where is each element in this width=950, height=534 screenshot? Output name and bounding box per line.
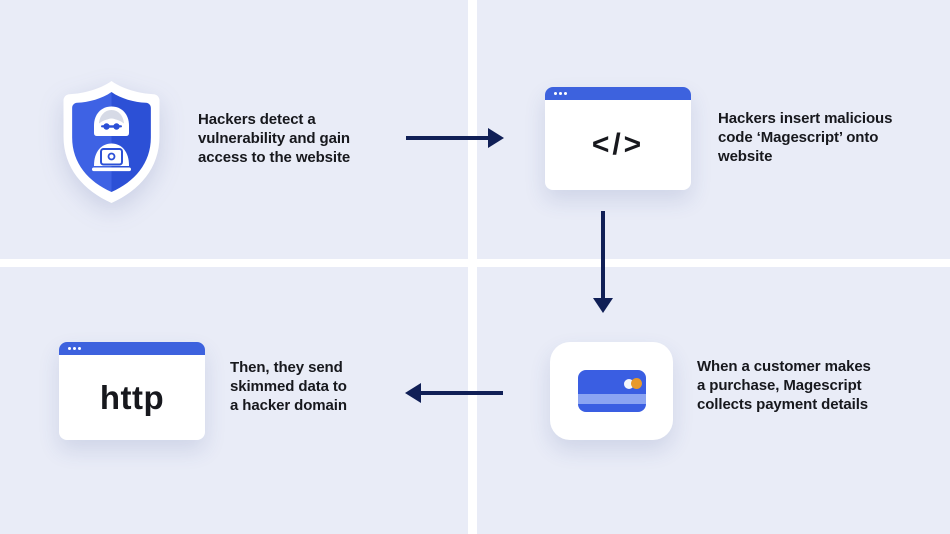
arrow-left-icon <box>420 391 503 395</box>
code-glyph: </> <box>591 128 645 161</box>
shield-fill <box>72 91 151 193</box>
window-dots-icon <box>68 347 81 350</box>
arrow-down-icon <box>601 211 605 299</box>
arrow-down-head-icon <box>593 298 613 313</box>
credit-card-icon <box>550 342 673 440</box>
arrow-right-head-icon <box>488 128 504 148</box>
card-stripe <box>577 394 646 404</box>
credit-card <box>577 370 646 412</box>
step-detect-text: Hackers detect a vulnerability and gain … <box>198 111 351 166</box>
card-circle-orange <box>630 378 642 389</box>
http-label: http <box>99 378 165 416</box>
vertical-divider <box>468 0 477 534</box>
http-window-icon: http <box>59 342 205 440</box>
step-collect-text: When a customer makes a purchase, Magesc… <box>697 358 871 413</box>
hooded-hacker-icon <box>92 106 131 172</box>
window-titlebar <box>59 342 205 355</box>
step-send-text: Then, they send skimmed data to a hacker… <box>230 359 347 414</box>
window-titlebar <box>545 87 691 100</box>
hacker-shield-icon <box>63 81 160 203</box>
window-dots-icon <box>554 92 567 95</box>
arrow-left-head-icon <box>405 383 421 403</box>
code-window-icon: </> <box>545 87 691 190</box>
arrow-right-icon <box>406 136 491 140</box>
step-insert-text: Hackers insert malicious code ‘Magescrip… <box>718 110 893 165</box>
horizontal-divider <box>0 259 950 267</box>
card-circle-white <box>623 379 634 389</box>
hacker-glasses <box>101 123 122 130</box>
desk <box>92 167 131 172</box>
